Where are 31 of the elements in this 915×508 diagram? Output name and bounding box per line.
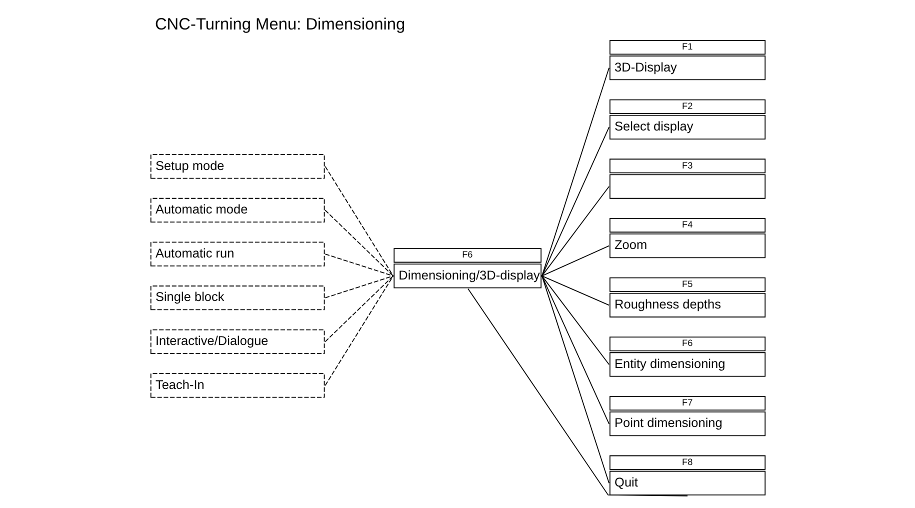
connector [541,126,609,276]
node-label: F8 [682,456,692,466]
connector [324,253,394,276]
node-box: Setup mode [150,154,324,178]
node-label: F1 [682,41,692,52]
node-label: F2 [682,100,692,110]
connector [541,274,609,364]
connector [541,274,609,484]
connector [541,274,609,424]
connector [324,274,394,386]
diagram-title: CNC-Turning Menu: Dimensioning [154,14,405,33]
node-box: Single block [150,285,324,310]
node-box: Interactive/Dialogue [150,328,324,354]
node-label: F3 [682,160,692,170]
connector [467,288,688,496]
node-label: F7 [682,397,692,408]
connector [541,244,609,276]
connector [324,274,394,342]
connector [324,274,394,298]
connector [541,66,609,276]
node-label: F6 [462,249,472,260]
connector [324,165,394,276]
connector [324,209,394,276]
node-label: F6 [682,338,692,348]
connector [541,186,609,276]
node-box: Automatic mode [150,197,324,222]
connector [541,274,609,306]
node-box: Teach-In [150,372,324,398]
node-label: F5 [682,278,692,288]
node-label: F4 [682,219,692,230]
node-box: Automatic run [150,241,324,266]
